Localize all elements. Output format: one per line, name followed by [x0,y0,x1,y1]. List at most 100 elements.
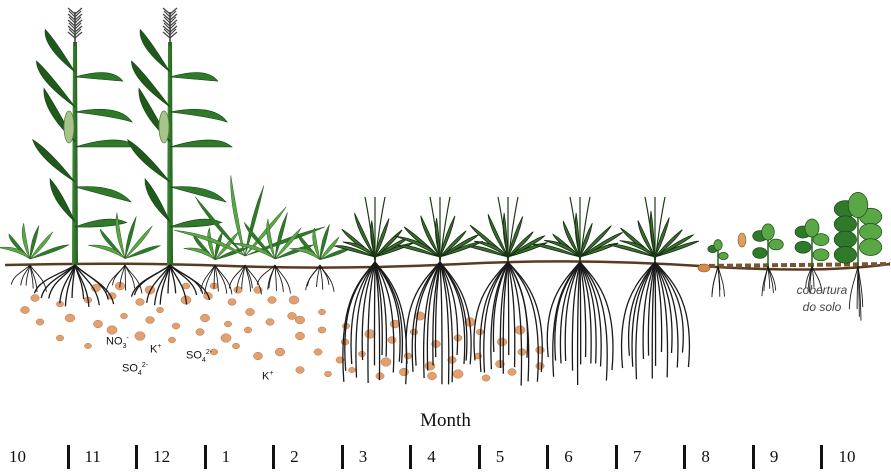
axis-title: Month [0,410,891,432]
month-label: 5 [496,447,505,467]
month-label: 3 [359,447,368,467]
maize-stalk [72,42,78,265]
month-divider [67,445,70,469]
nutrient-particle [427,372,436,380]
nutrient-particle [295,316,304,324]
cover-crop-root [374,262,375,365]
nutrient-particle [36,319,44,325]
maize-tassel [75,32,82,38]
nutrient-particle [120,313,127,318]
broadleaf-leaf [813,249,829,261]
maize-leaf [140,29,170,72]
nutrient-particle [365,330,375,339]
nutrient-particle [135,332,145,341]
broadleaf-leaf [859,223,881,240]
month-label: 1 [222,447,231,467]
maize-stalk [167,42,173,265]
cover-crop-plants [335,197,699,386]
nutrient-label-k-1: K+ [150,343,161,356]
cover-crop-plant [335,197,414,384]
nutrient-particle [234,287,242,294]
broadleaf-leaf [762,224,775,240]
seedling [290,224,350,292]
cover-crop-root [580,262,607,381]
nutrient-particle [404,353,412,359]
nutrient-particle [296,367,304,374]
nutrient-particle [349,367,356,372]
broadleaf-plant [753,224,784,296]
month-label: 8 [701,447,710,467]
nutrient-particle [295,332,304,340]
nutrient-particle [85,343,92,348]
nutrient-particle [146,317,155,324]
cover-crop-root [375,262,380,380]
month-divider [341,445,344,469]
broadleaf-leaf [719,252,729,259]
nutrient-particle [93,320,102,328]
maize-leaf [33,140,75,182]
nutrient-particle [107,326,117,335]
nutrient-particle [453,370,463,379]
nutrient-particle [268,297,277,304]
maize-leaf [170,73,218,82]
nutrient-particle [324,371,331,377]
nutrient-particle [200,314,209,322]
nutrient-particles [21,282,545,381]
soil-cover-label-line-1: cobertura [780,282,864,299]
cover-crop-root [343,262,375,382]
maize-plants [33,8,232,307]
broadleaf-leaf [795,241,811,253]
nutrient-particle [172,323,180,329]
month-divider [204,445,207,469]
nutrient-particle [381,358,391,367]
maize-leaf [75,140,137,147]
root [125,265,142,293]
month-label: 7 [633,447,642,467]
nutrient-particle [314,349,322,355]
root [147,265,170,303]
maize-leaf [170,140,232,147]
cover-crop-root [440,262,442,384]
nutrient-particle [536,347,545,354]
nutrient-particle [482,375,490,381]
crop-rotation-illustration [0,0,891,400]
seed [738,233,746,247]
nutrient-particle [266,319,274,326]
nutrient-particle [288,312,297,319]
month-label: 2 [290,447,299,467]
month-divider [478,445,481,469]
nutrient-particle [168,337,175,343]
nutrient-particle [246,308,255,315]
nutrient-particle [253,352,262,360]
cover-crop-root [578,262,580,385]
cover-crop-root [655,262,656,366]
nutrient-particle [289,296,299,304]
month-label: 11 [85,447,101,467]
ground-line [5,261,890,269]
broadleaf-leaf [714,240,722,251]
nutrient-particle [221,334,231,343]
month-divider [683,445,686,469]
root [269,265,275,288]
month-timeline: 10111212345678910 [0,443,891,474]
nutrient-label-k-2: K+ [262,370,273,383]
maize-cob [159,111,169,143]
maize-tassel [163,32,170,38]
broadleaf-leaf [834,216,856,233]
seed [698,264,710,272]
nutrient-particle [497,338,507,346]
month-divider [820,445,823,469]
nutrient-particle [388,337,396,344]
maize-leaf [50,179,75,222]
nutrient-particle [228,299,236,306]
nutrient-particle [508,369,516,376]
seedling [0,223,69,292]
root [21,265,30,285]
month-divider [546,445,549,469]
maize-plant [33,8,137,307]
month-divider [135,445,138,469]
maize-leaf [75,73,123,82]
month-divider [752,445,755,469]
month-label: 6 [564,447,573,467]
nutrient-particle [410,329,418,335]
